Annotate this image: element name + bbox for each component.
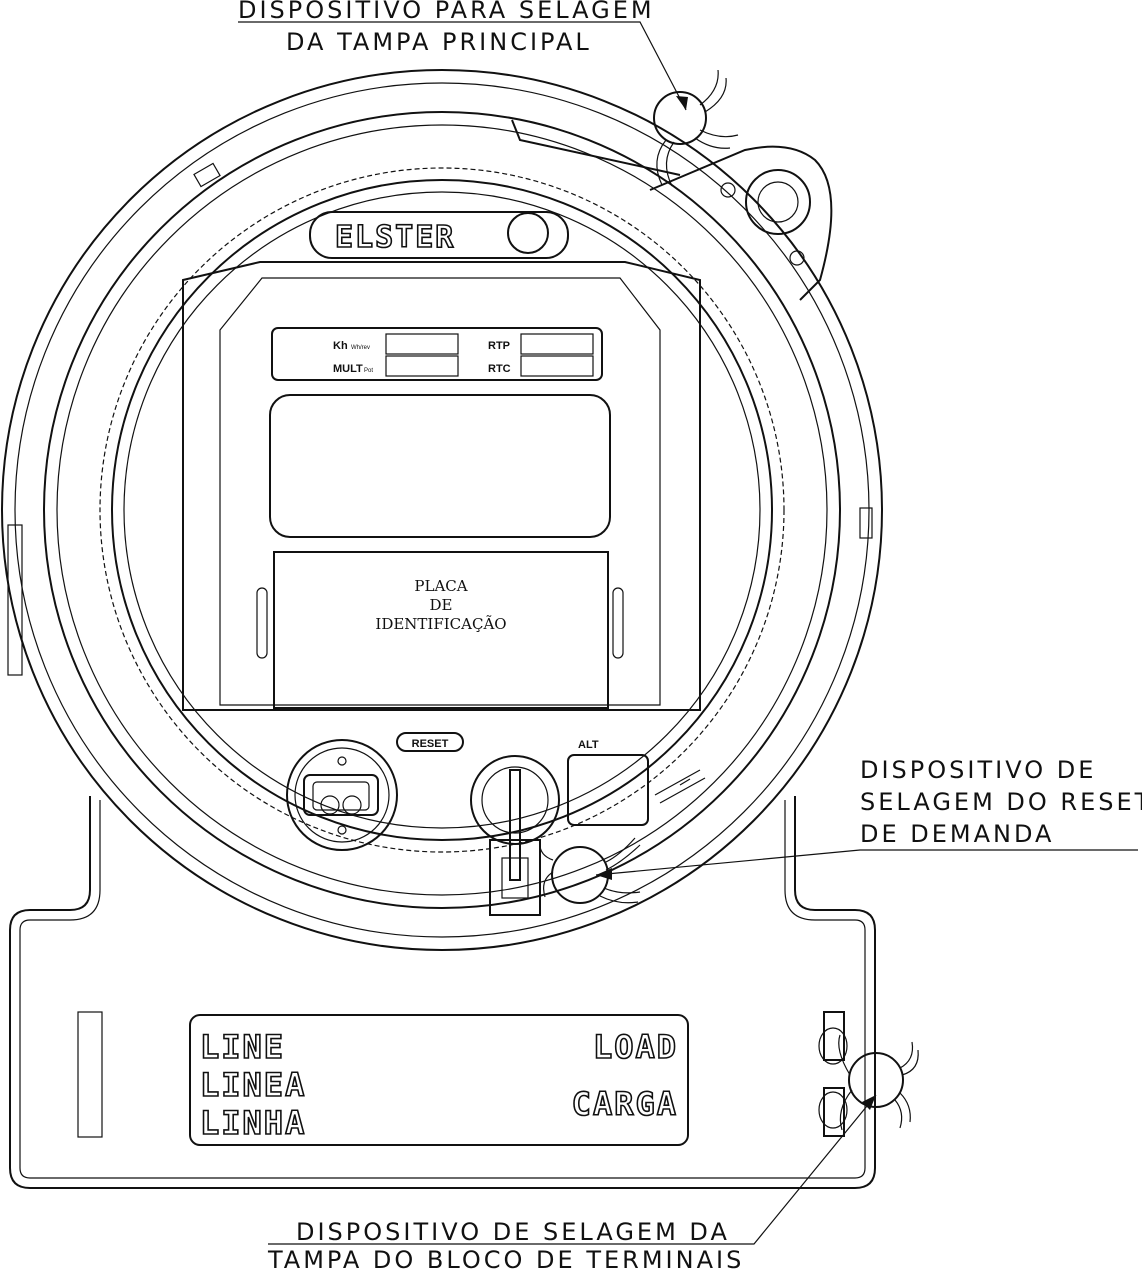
brand-plate: ELSTER: [309, 211, 569, 259]
callout-terminal-line1: DISPOSITIVO DE SELAGEM DA: [296, 1218, 730, 1246]
terminal-line-es: LINEA: [200, 1066, 306, 1104]
terminal-line-pt: LINHA: [200, 1104, 306, 1142]
lcd-display: [269, 394, 611, 538]
nameplate-line2: DE: [430, 596, 453, 614]
meter-housing: [1, 69, 883, 1189]
label-rtp: RTP: [488, 340, 510, 352]
callout-main-cover-line1: DISPOSITIVO PARA SELAGEM: [238, 0, 655, 24]
nameplate: [273, 551, 609, 709]
callout-reset-line2: SELAGEM DO RESET: [860, 788, 1142, 816]
callout-reset-line3: DE DEMANDA: [860, 820, 1054, 848]
nameplate-line1: PLACA: [414, 577, 467, 595]
callout-main-cover: DISPOSITIVO PARA SELAGEM DA TAMPA PRINCI…: [238, 0, 688, 111]
terminal-load-en: LOAD: [593, 1028, 678, 1066]
terminal-line-en: LINE: [200, 1028, 285, 1066]
callout-reset-line1: DISPOSITIVO DE: [860, 756, 1096, 784]
terminal-load-pt: CARGA: [572, 1085, 678, 1123]
label-kh-unit: Wh/rev: [351, 345, 370, 351]
brand-logo: ELSTER: [335, 220, 455, 255]
label-mult: MULT: [333, 363, 363, 375]
callout-terminal-seal: DISPOSITIVO DE SELAGEM DA TAMPA DO BLOCO…: [267, 1094, 877, 1273]
terminal-cover-seal: [818, 1027, 919, 1131]
callout-reset-seal: DISPOSITIVO DE SELAGEM DO RESET DE DEMAN…: [595, 756, 1142, 880]
label-rtc: RTC: [488, 363, 511, 375]
alt-label: ALT: [578, 739, 599, 751]
callout-terminal-line2: TAMPA DO BLOCO DE TERMINAIS: [267, 1246, 744, 1273]
controls-area: RESET ALT: [286, 732, 706, 916]
reset-label: RESET: [412, 738, 449, 750]
optical-port: [286, 739, 398, 851]
alt-button: [567, 754, 649, 826]
label-kh: Kh: [333, 340, 348, 352]
display-window: Kh Wh/rev MULT Pot RTP RTC PLACA DE IDEN…: [182, 261, 701, 711]
label-mult-unit: Pot: [364, 368, 373, 374]
reset-button: [470, 755, 560, 845]
terminal-block-panel: LINE LINEA LINHA LOAD CARGA: [77, 1011, 845, 1146]
reset-seal: [539, 837, 641, 904]
main-cover-seal: [653, 69, 739, 187]
nameplate-line3: IDENTIFICAÇÃO: [375, 615, 506, 633]
callout-main-cover-line2: DA TAMPA PRINCIPAL: [286, 28, 592, 56]
